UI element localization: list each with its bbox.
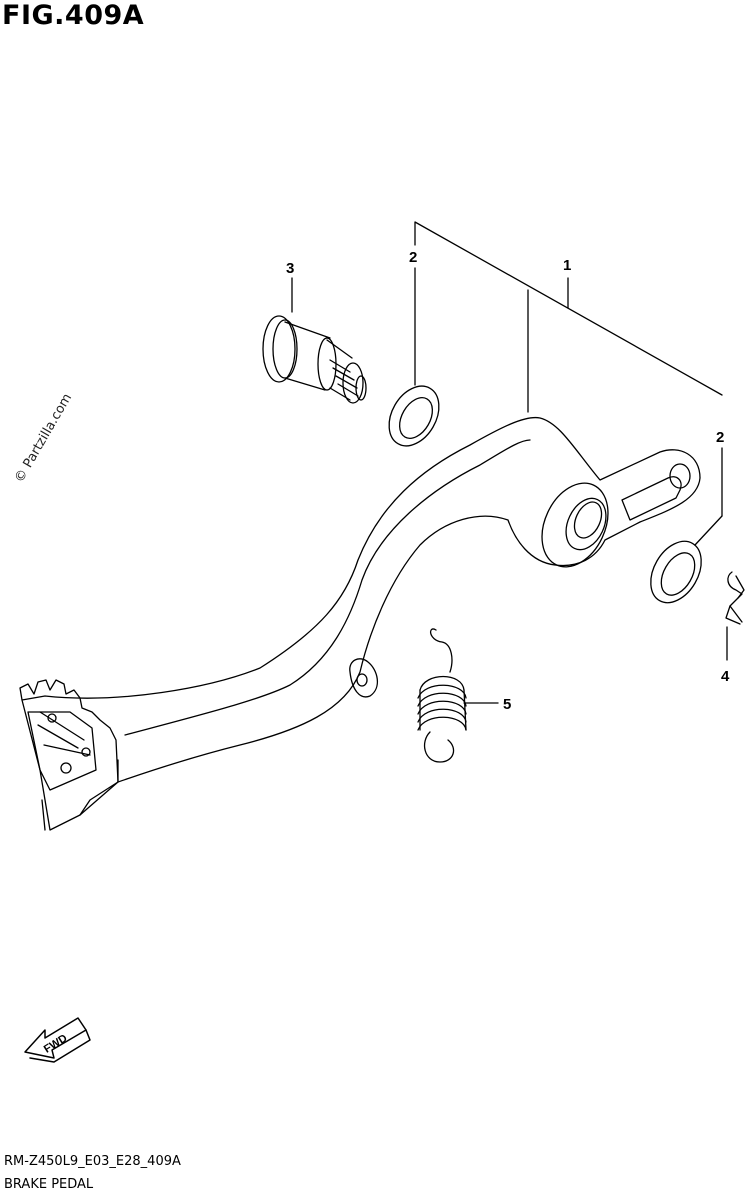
- callout-1: 1: [563, 257, 571, 274]
- bushing-part-2-upper: [388, 385, 440, 447]
- pivot-bolt-part-3: [262, 315, 367, 404]
- leader-lines: [291, 221, 728, 704]
- cotter-pin-part-4: [725, 571, 745, 625]
- bushing-part-2-lower: [650, 540, 702, 604]
- figure-title: FIG.409A: [2, 0, 145, 31]
- return-spring-part-5: [417, 628, 467, 763]
- callout-3: 3: [286, 260, 294, 277]
- callout-2-upper: 2: [409, 249, 417, 266]
- callout-5: 5: [503, 696, 511, 713]
- callout-4: 4: [721, 668, 730, 685]
- diagram-code: RM-Z450L9_E03_E28_409A: [4, 1154, 181, 1169]
- brake-pedal-part-1: [19, 416, 701, 831]
- callout-2-lower: 2: [716, 429, 724, 446]
- fwd-arrow-icon: [24, 1017, 91, 1063]
- diagram-caption: BRAKE PEDAL: [4, 1177, 94, 1192]
